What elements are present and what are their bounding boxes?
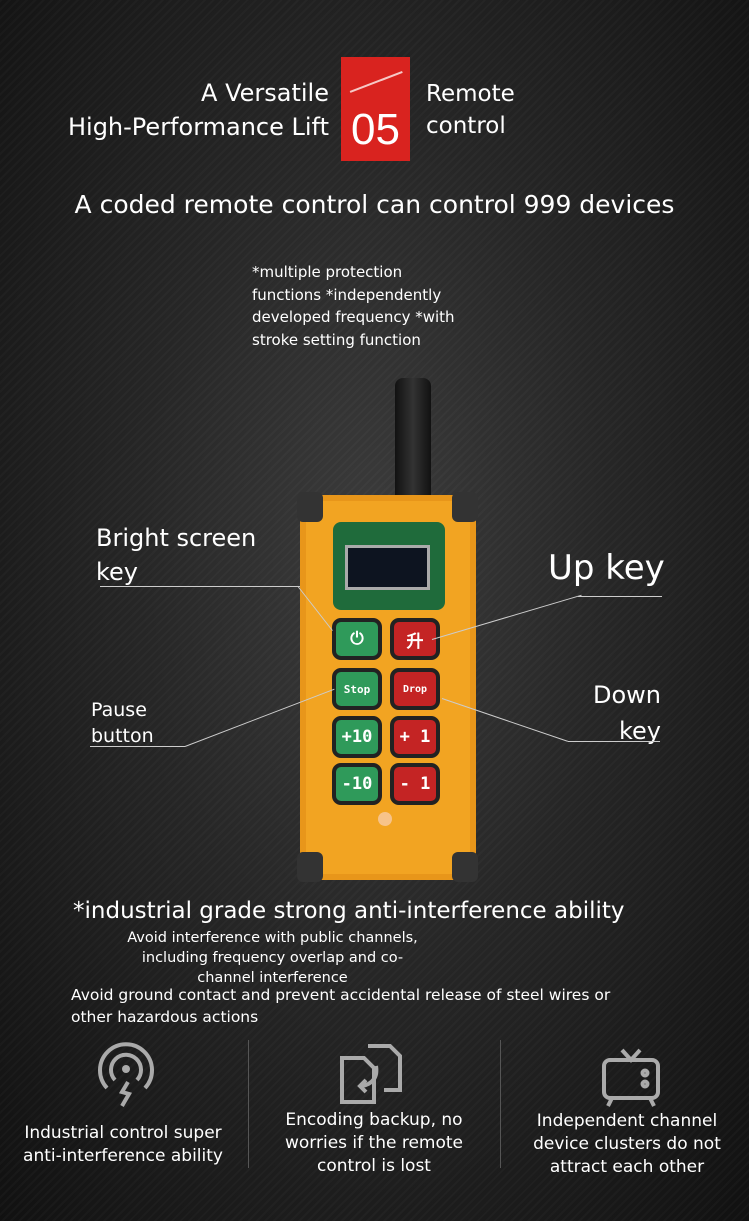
para-line: Avoid interference with public channels,: [127, 930, 418, 946]
corner-bumper: [452, 852, 478, 882]
indicator-led: [378, 812, 392, 826]
feature-line: attract each other: [549, 1157, 705, 1177]
corner-bumper: [297, 852, 323, 882]
corner-bumper: [452, 492, 478, 522]
callout-line: Pause: [91, 699, 147, 721]
header-title: A Versatile High-Performance Lift: [68, 76, 329, 144]
note-line: developed frequency *with: [252, 308, 455, 326]
feature-line: anti-interference ability: [23, 1146, 223, 1166]
para1: Avoid interference with public channels,…: [100, 928, 445, 988]
callout-bright-screen: Bright screen key: [96, 521, 256, 589]
minus1-key: - 1: [390, 763, 440, 805]
note-line: functions *independently: [252, 285, 442, 304]
feature-line: device clusters do not: [533, 1134, 721, 1154]
leader-line: [90, 746, 185, 747]
badge-slash: [349, 70, 403, 93]
right-line: Remote: [426, 81, 515, 107]
feature-line: Encoding backup, no: [285, 1110, 463, 1130]
up-key: 升: [390, 618, 440, 660]
callout-line: Down: [592, 681, 661, 709]
callout-up-key: Up key: [548, 548, 665, 588]
subtitle: A coded remote control can control 999 d…: [74, 190, 675, 219]
divider: [500, 1040, 501, 1168]
callout-down: Down key: [593, 677, 661, 749]
plus1-key: + 1: [390, 716, 440, 758]
callout-line: key: [618, 717, 661, 745]
features-note: *multiple protection functions *independ…: [252, 261, 455, 351]
stop-key: Stop: [332, 668, 382, 710]
feature-line: Industrial control super: [24, 1123, 222, 1143]
feature-line: Independent channel: [536, 1111, 718, 1131]
leader-line: [578, 596, 662, 597]
badge-number: 05: [351, 105, 400, 154]
signal-interference-icon: [98, 1042, 154, 1108]
title-line: High-Performance Lift: [67, 113, 329, 141]
title-line: A Versatile: [201, 79, 329, 107]
feature-line: worries if the remote: [284, 1133, 463, 1153]
body-heading: *industrial grade strong anti-interferen…: [73, 898, 625, 924]
feature-encoding-backup: Encoding backup, no worries if the remot…: [254, 1109, 494, 1178]
plus10-key: +10: [332, 716, 382, 758]
para-line: other hazardous actions: [71, 1008, 259, 1026]
callout-line: Bright screen: [96, 524, 257, 552]
minus10-key: -10: [332, 763, 382, 805]
para-line: Avoid ground contact and prevent acciden…: [71, 986, 611, 1004]
note-line: stroke setting function: [252, 330, 421, 349]
leader-line: [100, 586, 300, 587]
divider: [248, 1040, 249, 1168]
lcd-screen: [345, 545, 430, 590]
header-right: Remote control: [426, 78, 515, 142]
drop-key: Drop: [390, 668, 440, 710]
feature-line: control is lost: [317, 1156, 431, 1176]
corner-bumper: [297, 492, 323, 522]
feature-anti-interference: Industrial control super anti-interferen…: [3, 1122, 243, 1168]
para-line: including frequency overlap and co-: [141, 950, 404, 966]
document-backup-icon: [340, 1044, 402, 1104]
callout-pause: Pause button: [91, 697, 154, 749]
power-key: ⏻: [332, 618, 382, 660]
para-line: channel interference: [197, 970, 348, 986]
callout-line: button: [91, 725, 154, 747]
antenna: [395, 378, 431, 503]
number-badge: 05: [341, 57, 410, 161]
callout-line: key: [96, 558, 139, 586]
right-line: control: [426, 113, 506, 139]
feature-independent-channel: Independent channel device clusters do n…: [507, 1110, 747, 1179]
leader-line: [568, 741, 660, 742]
tv-icon: [602, 1048, 660, 1107]
para2: Avoid ground contact and prevent acciden…: [71, 984, 610, 1028]
note-line: *multiple protection: [252, 263, 403, 281]
